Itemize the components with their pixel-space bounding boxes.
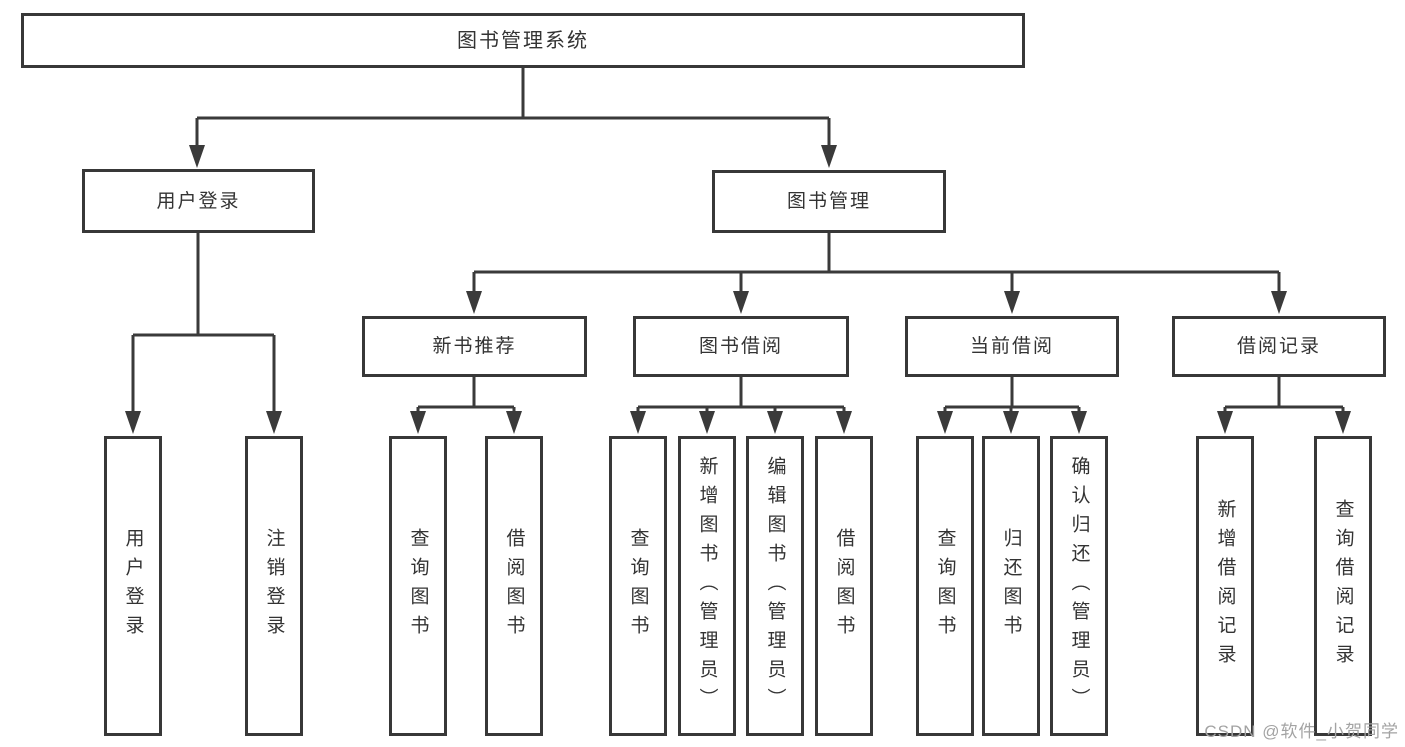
- node-book-management: 图书管理: [712, 170, 946, 233]
- leaf-add-borrow-record: 新增借阅记录: [1196, 436, 1254, 736]
- node-root: 图书管理系统: [21, 13, 1025, 68]
- leaf-return-book: 归还图书: [982, 436, 1040, 736]
- leaf-edit-book-admin: 编辑图书（管理员）: [746, 436, 804, 736]
- node-borrow-records: 借阅记录: [1172, 316, 1386, 377]
- leaf-query-books-current: 查询图书: [916, 436, 974, 736]
- leaf-logout: 注销登录: [245, 436, 303, 736]
- leaf-confirm-return-admin: 确认归还（管理员）: [1050, 436, 1108, 736]
- watermark-text: CSDN @软件_小贺同学: [1204, 722, 1399, 741]
- node-new-book-recommend: 新书推荐: [362, 316, 587, 377]
- leaf-query-borrow-record: 查询借阅记录: [1314, 436, 1372, 736]
- leaf-add-book-admin: 新增图书（管理员）: [678, 436, 736, 736]
- leaf-borrow-books-recommend: 借阅图书: [485, 436, 543, 736]
- node-current-borrow: 当前借阅: [905, 316, 1119, 377]
- leaf-user-login: 用户登录: [104, 436, 162, 736]
- node-user-login: 用户登录: [82, 169, 315, 233]
- leaf-borrow-books: 借阅图书: [815, 436, 873, 736]
- node-book-borrow: 图书借阅: [633, 316, 849, 377]
- leaf-query-books-recommend: 查询图书: [389, 436, 447, 736]
- leaf-query-books-borrow: 查询图书: [609, 436, 667, 736]
